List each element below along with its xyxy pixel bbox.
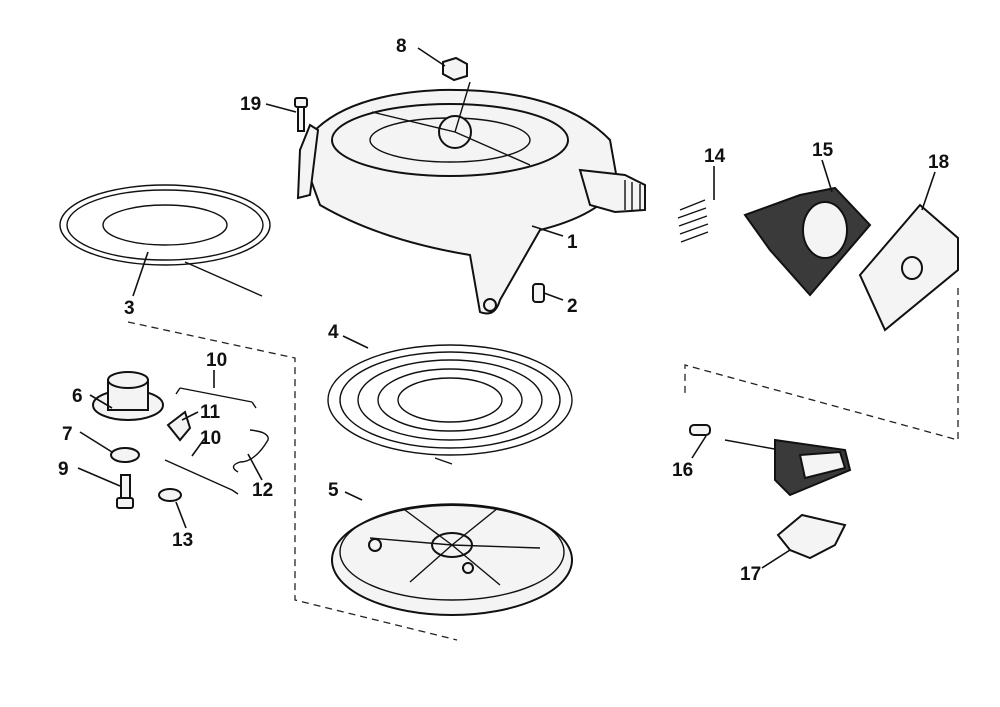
callout-14: 14 — [704, 146, 726, 167]
callout-2: 2 — [567, 296, 578, 317]
callout-4: 4 — [328, 322, 339, 343]
callout-18: 18 — [928, 152, 949, 173]
handle-assembly-16 — [689, 424, 852, 497]
callout-9: 9 — [58, 459, 69, 480]
callout-10b: 10 — [200, 428, 221, 449]
washer-13 — [158, 488, 182, 502]
pulley-5 — [331, 503, 573, 616]
spring-10b — [164, 459, 239, 495]
callout-15: 15 — [812, 140, 834, 161]
callout-8: 8 — [396, 36, 407, 57]
callout-7: 7 — [62, 424, 73, 445]
spring-clip-12 — [232, 429, 269, 473]
callout-11: 11 — [200, 402, 221, 423]
callout-10a: 10 — [206, 350, 227, 371]
callout-19: 19 — [240, 94, 261, 115]
screw-19 — [294, 97, 308, 132]
callout-13: 13 — [172, 530, 193, 551]
callout-12: 12 — [252, 480, 273, 501]
callout-1: 1 — [567, 232, 578, 253]
callout-3: 3 — [124, 298, 135, 319]
bolt-9 — [116, 474, 134, 509]
pin-2 — [532, 283, 545, 303]
hub-6 — [92, 371, 164, 421]
hex-nut-8 — [442, 56, 468, 82]
guide-line-right — [684, 288, 959, 441]
rope-coil-3 — [59, 184, 271, 297]
starter-housing — [296, 81, 646, 315]
rewind-spring-4 — [327, 344, 573, 465]
handle-grip-15 — [743, 186, 872, 297]
spring-10a — [175, 387, 257, 409]
callout-16: 16 — [672, 460, 693, 481]
pawl-11 — [166, 410, 192, 442]
callout-17: 17 — [740, 564, 761, 585]
escutcheon-18 — [858, 203, 959, 332]
leader-lines — [77, 47, 936, 569]
spring-14 — [677, 199, 709, 243]
guide-line-left — [127, 321, 458, 641]
washer-7 — [110, 447, 140, 463]
callout-5: 5 — [328, 480, 339, 501]
callout-6: 6 — [72, 386, 83, 407]
